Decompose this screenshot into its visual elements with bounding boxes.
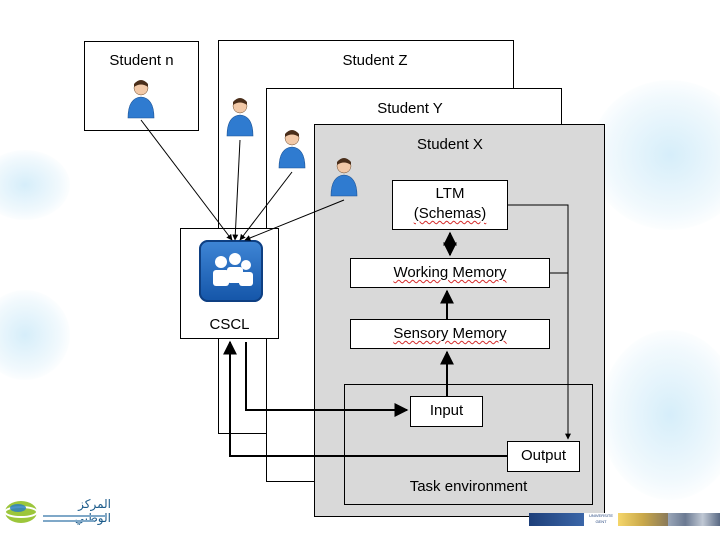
globe-logo-icon [4,501,38,523]
output-box [507,441,580,472]
cscl-label: CSCL [209,316,250,333]
arrow-student-n-to-cscl [140,119,233,241]
arrow-student-z-to-cscl [232,139,241,241]
student-y-label: Student Y [377,100,443,117]
arrow-student-y-to-cscl [239,171,293,241]
sensory-memory-label: Sensory Memory [393,325,507,342]
student-z-label: Student Z [342,52,408,69]
working-memory-box [350,258,550,288]
working-memory-label: Working Memory [393,264,507,281]
student-x-person-icon [330,158,358,197]
input-label: Input [429,402,464,419]
input-box [410,396,483,427]
national-center-logo: المركز الوطني [3,494,111,530]
partner-banner: UNIVERSITE GENT [529,513,720,526]
student-n-label: Student n [109,52,174,69]
arrow-ltm-to-output [508,204,571,440]
university-logo-text: UNIVERSITE GENT [588,513,613,524]
arrow-student-x-to-cscl [244,199,345,241]
output-label: Output [520,447,567,464]
arrow-output-to-cscl [223,340,507,457]
student-y-person-icon [278,130,306,169]
background-swoosh-left [0,150,70,220]
ltm-box [392,180,508,230]
ltm-label: LTM [435,185,465,202]
arrow-cscl-to-input [245,342,409,417]
background-swoosh-right [590,80,720,230]
student-n-person-icon [127,80,155,119]
background-swoosh-left-lower [0,290,70,380]
cscl-messenger-icon [199,240,263,302]
background-swoosh-right-lower [600,330,720,500]
logo-subtext-lines [43,515,107,522]
sensory-memory-box [350,319,550,349]
ltm-schemas-label: (Schemas) [413,205,487,222]
student-x-label: Student X [417,136,483,153]
task-environment-label: Task environment [409,478,528,495]
student-z-person-icon [226,98,254,137]
